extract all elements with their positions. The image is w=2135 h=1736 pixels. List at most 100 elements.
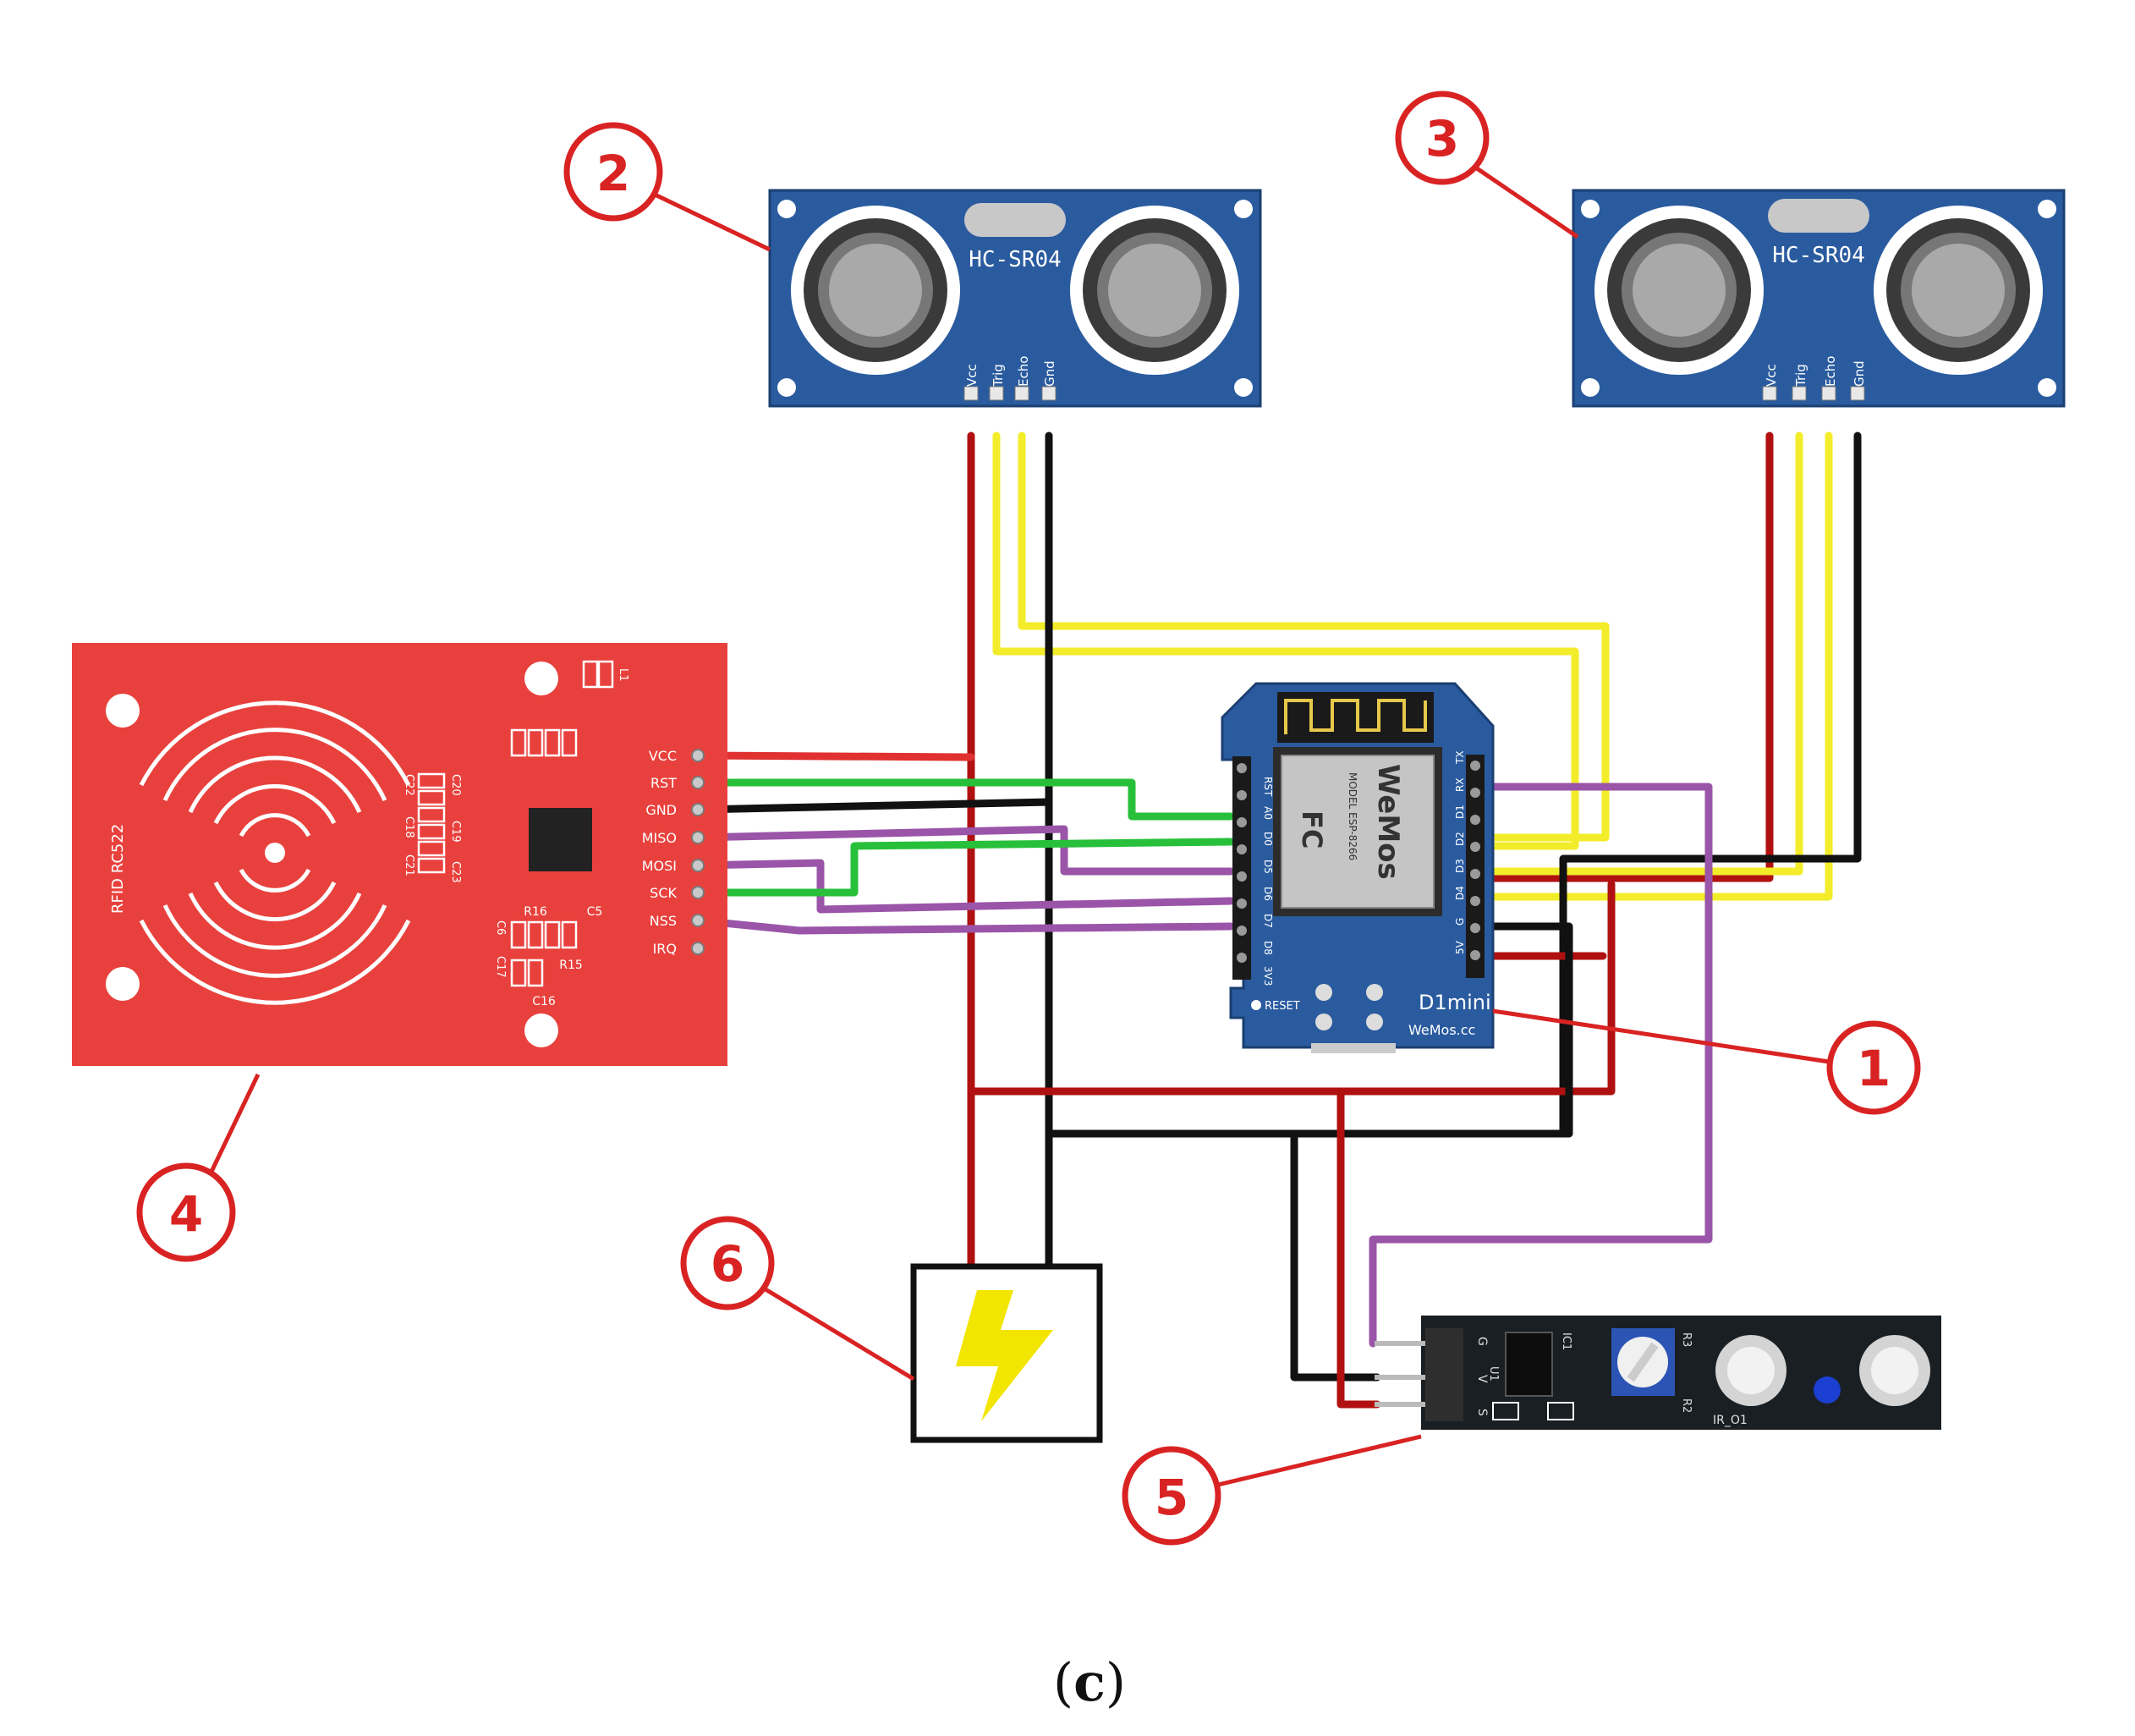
board-brand-label: WeMos.cc xyxy=(1408,1022,1475,1038)
pin-label-gnd: GND xyxy=(645,802,677,818)
wire-us-right-trig xyxy=(1485,431,1803,876)
callout-circle-3 xyxy=(1395,91,1490,185)
pin-label-rst: RST xyxy=(1262,777,1274,797)
mount-hole-icon xyxy=(777,378,796,397)
pin-label-d5: D5 xyxy=(1262,860,1274,874)
pin-label-d7: D7 xyxy=(1262,914,1274,928)
reset-button-icon xyxy=(1251,1000,1261,1010)
mount-hole-icon xyxy=(777,200,796,218)
ir-pin-label-s: S xyxy=(1475,1409,1489,1416)
callouts: 1 2 3 4 5 6 xyxy=(136,91,1921,1546)
mount-hole-icon xyxy=(1366,1014,1383,1030)
callout-number-6: 6 xyxy=(711,1235,744,1293)
figure-caption: (c) xyxy=(1053,1651,1126,1713)
wemos-d1-mini-board: FC MODEL ESP-8266 WeMos RST A0 D0 D5 D6 … xyxy=(1221,682,1495,1053)
callout-circle-1 xyxy=(1826,1020,1921,1115)
caption-open-paren: ( xyxy=(1053,1651,1073,1713)
smd-label-c21: C21 xyxy=(403,854,415,876)
antenna-icon xyxy=(139,700,411,1005)
mount-hole-icon xyxy=(2038,200,2056,218)
potentiometer-slot-icon xyxy=(1627,1342,1659,1382)
pin-label-tx: TX xyxy=(1454,750,1466,765)
pin-label-d1: D1 xyxy=(1454,805,1466,819)
smd-label-c17: C17 xyxy=(494,956,507,978)
pin-label-3v3: 3V3 xyxy=(1262,966,1274,986)
pin-label-a0: A0 xyxy=(1262,806,1274,820)
ir-label-ic1: IC1 xyxy=(1560,1332,1572,1350)
mount-hole-icon xyxy=(1366,984,1383,1001)
pin-label-d0: D0 xyxy=(1262,832,1274,846)
pin-label-rst: RST xyxy=(650,775,677,791)
smd-components xyxy=(417,660,614,987)
smd-label-c16: C16 xyxy=(532,995,556,1008)
wire-ir-signal xyxy=(1369,783,1713,1348)
callout-leader xyxy=(1470,162,1579,239)
smd-label-r15: R15 xyxy=(559,959,583,972)
callout-leader xyxy=(1492,1008,1830,1064)
pin-label-d4: D4 xyxy=(1454,886,1466,900)
header-pin xyxy=(1792,386,1807,401)
callout-circle-4 xyxy=(136,1162,236,1262)
wire-black-bus xyxy=(1045,922,1573,1138)
smd-label-c19: C19 xyxy=(449,821,462,843)
wires xyxy=(694,431,1862,1409)
ir-label-r3: R3 xyxy=(1680,1332,1693,1347)
callout-number-1: 1 xyxy=(1857,1040,1891,1097)
pin-label-trig: Trig xyxy=(991,364,1006,387)
pin-label-vcc: Vcc xyxy=(1764,364,1779,387)
mount-hole-icon xyxy=(1234,378,1253,397)
wire-us-left-trig xyxy=(992,431,1579,850)
wire-rfid-nss xyxy=(694,916,1235,935)
smd-label-l1: L1 xyxy=(617,668,629,682)
crystal-icon xyxy=(1768,199,1869,233)
header-pin xyxy=(1850,386,1865,401)
transducer-icon xyxy=(1594,206,1764,375)
ir-smd-icon xyxy=(1547,1402,1574,1420)
rfid-board xyxy=(72,643,727,1066)
pin-label-nss: NSS xyxy=(650,913,677,929)
callout-number-3: 3 xyxy=(1425,110,1459,168)
ir-label-r2: R2 xyxy=(1680,1398,1693,1413)
pin-label-echo: Echo xyxy=(1823,356,1838,387)
smd-label-c5: C5 xyxy=(587,905,603,919)
mount-hole-icon xyxy=(524,1014,558,1047)
wire-rfid-mosi xyxy=(694,859,1235,914)
smd-label-c22: C22 xyxy=(403,774,415,796)
header-pin xyxy=(1762,386,1777,401)
smd-label-c20: C20 xyxy=(449,774,462,796)
ir-label-ir01: IR_O1 xyxy=(1713,1414,1748,1427)
pin-label-vcc: Vcc xyxy=(964,364,980,387)
mount-hole-icon xyxy=(1234,200,1253,218)
pin-label-d2: D2 xyxy=(1454,832,1466,846)
rfid-pin-pads xyxy=(691,749,705,955)
mount-hole-icon xyxy=(1581,200,1600,218)
ir-indicator-icon xyxy=(1814,1376,1841,1404)
transducer-icon xyxy=(1070,206,1239,375)
callout-circle-2 xyxy=(563,122,663,222)
wire-rfid-rst xyxy=(694,778,1235,821)
crystal-icon xyxy=(964,203,1066,237)
mount-hole-icon xyxy=(1315,984,1332,1001)
ultrasonic-sensor-right: HC-SR04 Vcc Trig Echo Gnd xyxy=(1572,189,2066,408)
callout-leader xyxy=(755,1282,915,1382)
callout-leader xyxy=(209,1073,261,1173)
header-pin xyxy=(963,386,979,401)
wire-red-bus xyxy=(967,880,1616,1096)
wire-ir-gnd xyxy=(1290,1129,1381,1382)
lightning-bolt-icon xyxy=(956,1290,1053,1421)
wemos-left-pin-labels: RST A0 D0 D5 D6 D7 D8 3V3 xyxy=(1262,777,1274,986)
callout-circle-5 xyxy=(1122,1446,1221,1546)
pin-label-irq: IRQ xyxy=(653,941,677,957)
caption-letter: c xyxy=(1073,1651,1106,1713)
ir-label-u1: U1 xyxy=(1487,1366,1500,1382)
wire-rfid-vcc xyxy=(694,751,975,761)
reset-label: RESET xyxy=(1265,1000,1300,1013)
pin-label-rx: RX xyxy=(1454,777,1466,792)
callout-number-5: 5 xyxy=(1155,1469,1188,1526)
callout-number-2: 2 xyxy=(596,145,630,202)
chip-model-label: MODEL ESP-8266 xyxy=(1347,772,1358,860)
mount-hole-icon xyxy=(106,967,140,1001)
esp-shield xyxy=(1281,755,1435,909)
smd-label-c23: C23 xyxy=(449,861,462,883)
